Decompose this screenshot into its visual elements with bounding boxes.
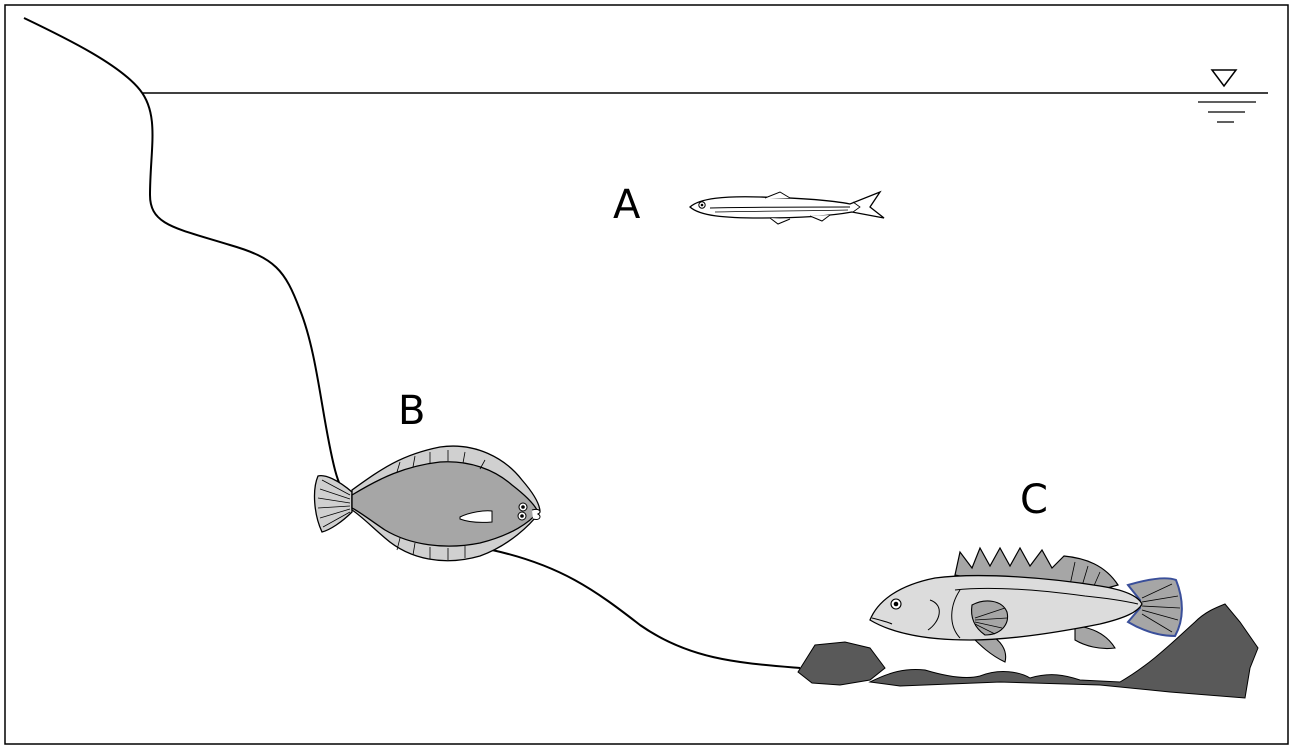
label-b: B xyxy=(398,388,425,434)
label-a: A xyxy=(613,182,641,228)
label-c: C xyxy=(1020,477,1048,523)
